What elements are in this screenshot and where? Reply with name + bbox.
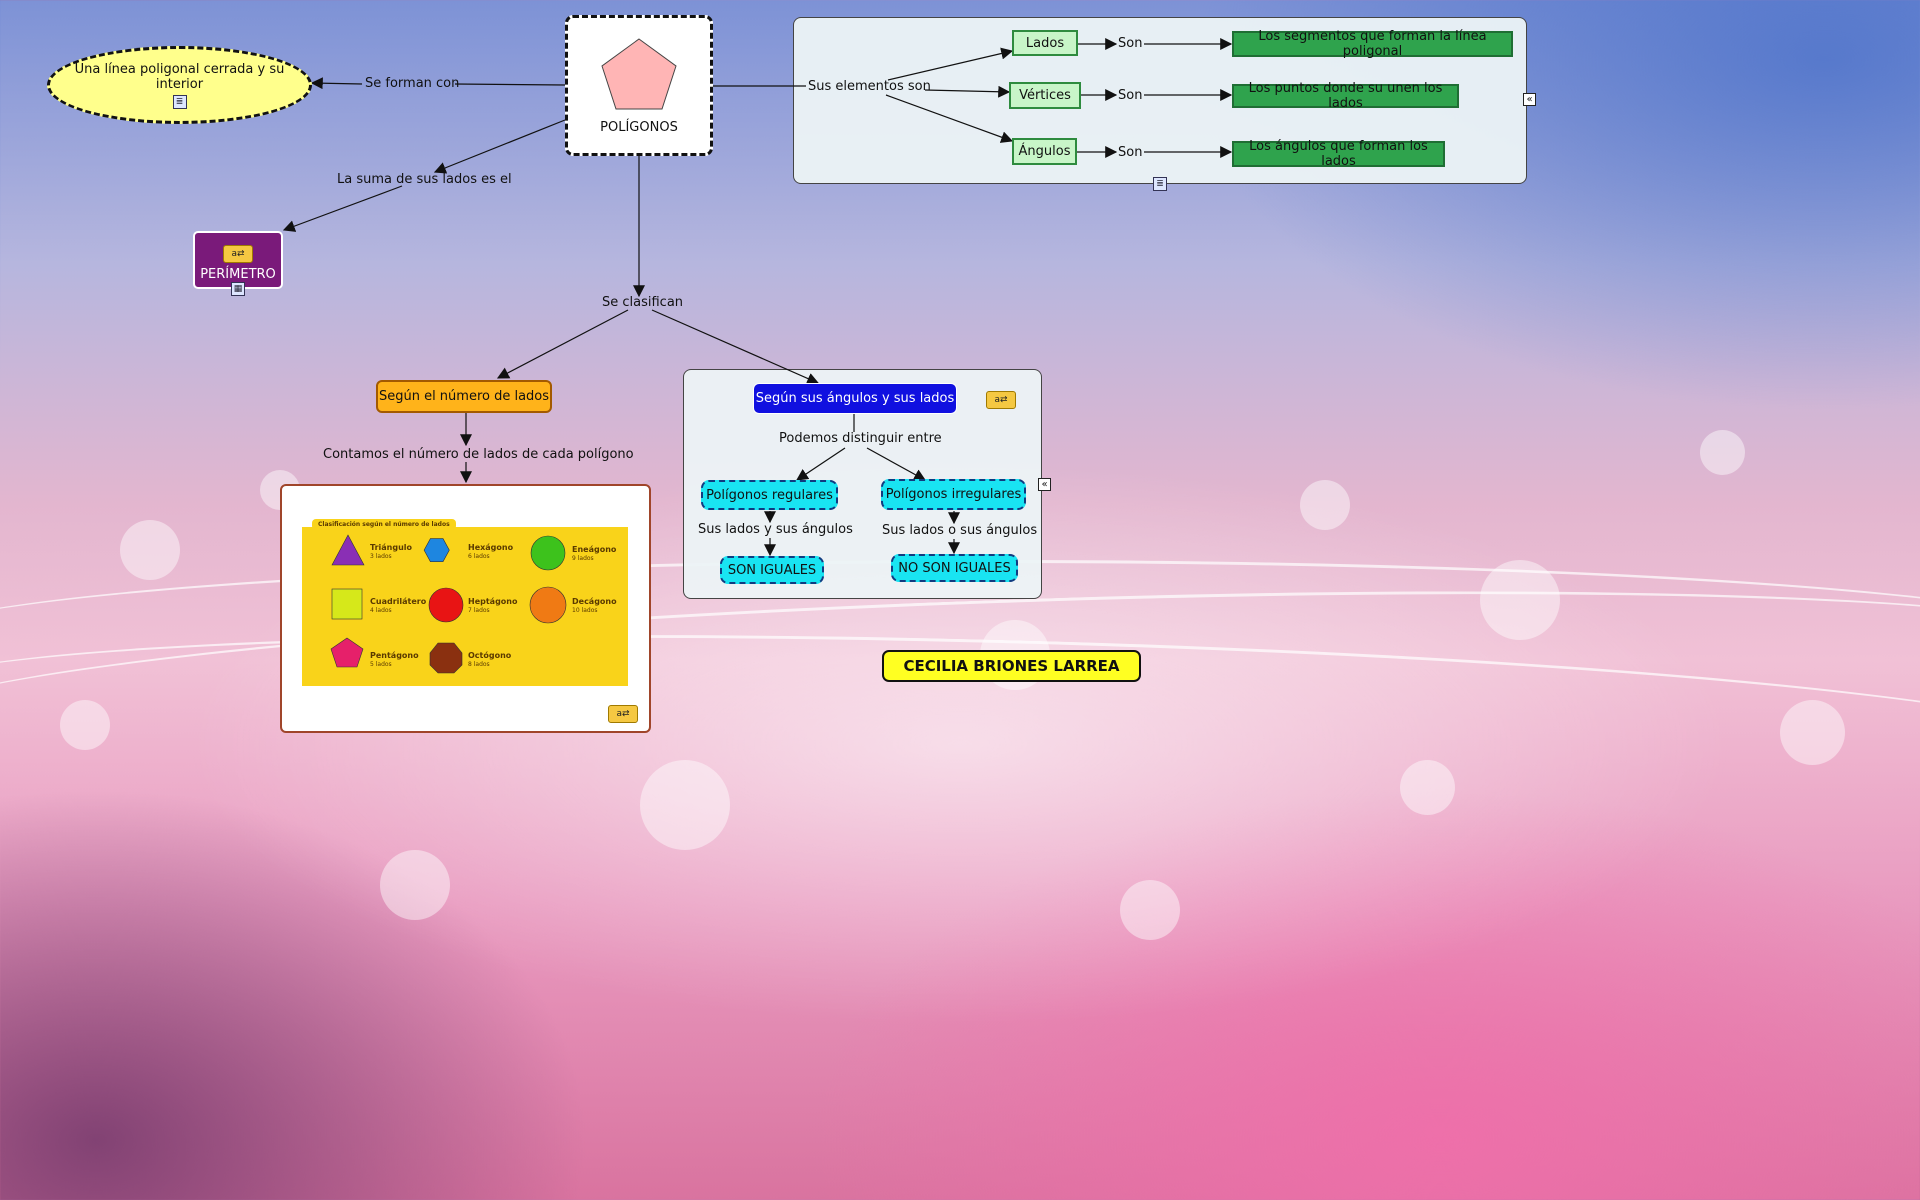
image-resource-icon[interactable]: ▦	[231, 282, 245, 296]
center-node-label: POLÍGONOS	[600, 120, 678, 135]
perimetro-node[interactable]: a⇄ PERÍMETRO	[193, 231, 283, 289]
definition-node[interactable]: Una línea poligonal cerrada y su interio…	[47, 46, 312, 124]
irregulares-label: Polígonos irregulares	[885, 487, 1022, 502]
by-angles-label: Según sus ángulos y sus lados	[755, 391, 955, 406]
no-son-iguales-label: NO SON IGUALES	[898, 560, 1011, 576]
classification-image-panel[interactable]: Clasificación según el número de lados T…	[280, 484, 651, 733]
classification-image: Clasificación según el número de lados T…	[302, 519, 628, 686]
document-icon[interactable]: ≣	[172, 94, 187, 109]
link-son-3: Son	[1118, 145, 1143, 160]
definition-label: Una línea poligonal cerrada y su interio…	[74, 61, 285, 92]
regulares-label: Polígonos regulares	[706, 487, 833, 503]
document-icon[interactable]: ≣	[1153, 177, 1167, 191]
vertices-label: Vértices	[1019, 88, 1071, 103]
concept-map-icon[interactable]: a⇄	[986, 391, 1016, 409]
collapse-arrows-icon[interactable]: «	[1523, 93, 1536, 106]
angulos-label: Ángulos	[1018, 144, 1071, 159]
link-sus-lados-y: Sus lados y sus ángulos	[698, 522, 853, 537]
vertices-def-label: Los puntos donde su unen los lados	[1248, 81, 1443, 111]
link-podemos: Podemos distinguir entre	[779, 431, 942, 446]
author-node: CECILIA BRIONES LARREA	[882, 650, 1141, 682]
by-angles-node[interactable]: Según sus ángulos y sus lados	[753, 383, 957, 414]
link-son-1: Son	[1118, 36, 1143, 51]
angulos-def-node[interactable]: Los ángulos que forman los lados	[1232, 139, 1445, 169]
by-sides-label: Según el número de lados	[378, 389, 550, 404]
link-se-forman-con: Se forman con	[365, 76, 460, 91]
link-se-clasifican: Se clasifican	[602, 295, 684, 310]
lados-label: Lados	[1025, 35, 1065, 51]
vertices-def-node[interactable]: Los puntos donde su unen los lados	[1232, 81, 1459, 111]
angulos-node[interactable]: Ángulos	[1012, 138, 1077, 165]
concept-map-icon[interactable]: a⇄	[608, 705, 638, 723]
angulos-def-label: Los ángulos que forman los lados	[1249, 139, 1428, 169]
author-label: CECILIA BRIONES LARREA	[903, 657, 1120, 675]
center-node-poligonos[interactable]: POLÍGONOS	[565, 15, 713, 156]
perimetro-label: PERÍMETRO	[200, 266, 276, 282]
lados-node[interactable]: Lados	[1012, 30, 1078, 56]
pentagon-icon	[601, 38, 677, 110]
link-sus-lados-o: Sus lados o sus ángulos	[882, 523, 1038, 538]
polygon-shapes	[330, 534, 567, 674]
irregulares-node[interactable]: Polígonos irregulares	[881, 479, 1026, 510]
collapse-arrows-icon[interactable]: «	[1038, 478, 1051, 491]
no-son-iguales-node[interactable]: NO SON IGUALES	[891, 554, 1018, 582]
lados-def-node[interactable]: Los segmentos que forman la línea poligo…	[1232, 29, 1513, 59]
link-sus-elementos: Sus elementos son	[808, 79, 931, 94]
concept-map-icon[interactable]: a⇄	[223, 244, 253, 263]
lados-def-label: Los segmentos que forman la línea poligo…	[1258, 29, 1487, 59]
son-iguales-node[interactable]: SON IGUALES	[720, 556, 824, 584]
by-sides-node[interactable]: Según el número de lados	[376, 380, 552, 413]
link-suma-lados: La suma de sus lados es el	[337, 172, 512, 187]
regulares-node[interactable]: Polígonos regulares	[701, 480, 838, 510]
classification-header: Clasificación según el número de lados	[312, 519, 456, 530]
son-iguales-label: SON IGUALES	[727, 562, 817, 578]
link-son-2: Son	[1118, 88, 1143, 103]
vertices-node[interactable]: Vértices	[1009, 82, 1081, 109]
link-contamos: Contamos el número de lados de cada polí…	[323, 447, 634, 462]
